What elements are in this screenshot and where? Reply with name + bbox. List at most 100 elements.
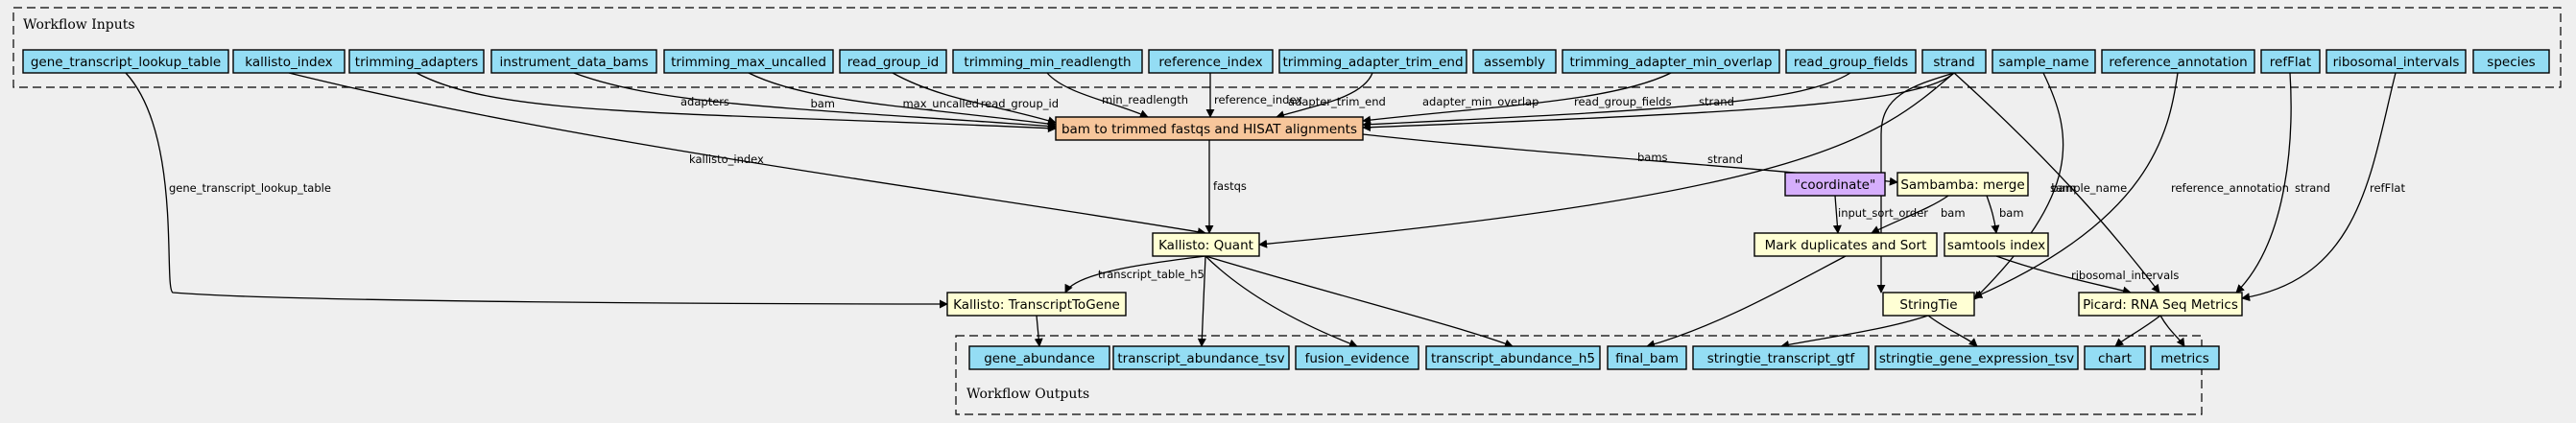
out-metrics-node[interactable]: metrics	[2150, 345, 2220, 370]
step-kallisto-quant-node[interactable]: Kallisto: Quant	[1152, 232, 1260, 257]
node-box	[1295, 345, 1419, 370]
node-label: kallisto_index	[245, 55, 332, 70]
in-reference-index-node[interactable]: reference_index	[1148, 49, 1274, 74]
node-box	[490, 49, 657, 74]
edge-line	[2114, 315, 2161, 347]
step-mark-duplicates-node[interactable]: Mark duplicates and Sort	[1753, 232, 1938, 257]
in-trimming-adapter-min-overlap-node[interactable]: trimming_adapter_min_overlap	[1562, 49, 1780, 74]
node-label: Mark duplicates and Sort	[1765, 238, 1927, 253]
node-box	[2150, 345, 2220, 370]
step-sambamba-merge-node[interactable]: Sambamba: merge	[1896, 172, 2029, 197]
out-stringtie-transcript-gtf-node[interactable]: stringtie_transcript_gtf	[1692, 345, 1870, 370]
in-strand-node[interactable]: strand	[1921, 49, 1987, 74]
node-label: assembly	[1484, 55, 1545, 70]
edge-line	[1362, 72, 1672, 125]
out-fusion-evidence-node[interactable]: fusion_evidence	[1295, 345, 1419, 370]
node-box	[1562, 49, 1780, 74]
in-sample-name-node[interactable]: sample_name	[1992, 49, 2096, 74]
edge-line	[1995, 255, 2132, 295]
node-label: sample_name	[1998, 55, 2088, 70]
in-reference-annotation-node[interactable]: reference_annotation	[2101, 49, 2255, 74]
node-label: samtools index	[1947, 238, 2045, 253]
edge-step-kallisto-quant-to-out-transcript-abundance-h5	[1646, 255, 1847, 349]
in-read-group-fields-node[interactable]: read_group_fields	[1785, 49, 1917, 74]
out-gene-abundance-node[interactable]: gene_abundance	[968, 345, 1110, 370]
node-label: transcript_abundance_h5	[1431, 351, 1595, 366]
node-box	[1152, 232, 1260, 257]
node-box	[1921, 49, 1987, 74]
out-final-bam-node[interactable]: final_bam	[1607, 345, 1687, 370]
outputs-cluster-title: Workflow Outputs	[966, 387, 1089, 402]
in-ribosomal-intervals-node[interactable]: ribosomal_intervals	[2326, 49, 2467, 74]
edge-label: reference_annotation	[2171, 181, 2289, 195]
inputs-cluster-title: Workflow Inputs	[23, 17, 135, 33]
edge-label: gene_transcript_lookup_table	[169, 181, 331, 195]
in-trimming-max-uncalled-node[interactable]: trimming_max_uncalled	[663, 49, 834, 74]
edge-label: bam	[1999, 206, 2024, 220]
node-box	[1882, 292, 1975, 317]
edge-line	[288, 72, 1206, 237]
edge-in-reference-index-to-step-bam-to-trimmed: reference_index	[1205, 73, 1302, 118]
node-box	[968, 345, 1110, 370]
node-box	[1472, 49, 1557, 74]
edge-step-samtools-index-to-step-picard: bam	[0, 0, 1043, 347]
edge-in-sample-name-to-step-stringtie: sample_name	[1973, 72, 2127, 300]
edge-label: adapters	[680, 95, 729, 108]
edge-label: strand	[1699, 95, 1734, 108]
in-species-node[interactable]: species	[2472, 49, 2550, 74]
edge-line	[1973, 72, 2179, 298]
in-read-group-id-node[interactable]: read_group_id	[839, 49, 947, 74]
node-box	[663, 49, 834, 74]
edge-label: bam	[2051, 181, 2076, 195]
node-label: "coordinate"	[1795, 177, 1875, 193]
edge-line	[2235, 72, 2292, 294]
edge-in-read-group-fields-to-step-bam-to-trimmed: read_group_fields	[1362, 72, 1851, 129]
edge-line	[1064, 255, 1206, 294]
node-label: stringtie_transcript_gtf	[1707, 351, 1856, 366]
node-box	[1992, 49, 2096, 74]
edge-line	[573, 72, 1057, 130]
outputs-cluster: Workflow Outputs	[955, 335, 2203, 415]
node-box	[1874, 345, 2079, 370]
out-stringtie-gene-expression-tsv-node[interactable]: stringtie_gene_expression_tsv	[1874, 345, 2079, 370]
in-trimming-min-readlength-node[interactable]: trimming_min_readlength	[952, 49, 1143, 74]
node-label: StringTie	[1899, 297, 1957, 313]
edge-line	[125, 72, 948, 309]
node-box	[952, 49, 1143, 74]
node-label: refFlat	[2270, 55, 2311, 70]
edge-label: ribosomal_intervals	[2071, 269, 2179, 282]
step-stringtie-node[interactable]: StringTie	[1882, 292, 1975, 317]
edge-line	[892, 72, 1057, 125]
in-kallisto-index-node[interactable]: kallisto_index	[232, 49, 346, 74]
edge-label: read_group_fields	[1574, 95, 1672, 108]
in-trimming-adapters-node[interactable]: trimming_adapters	[348, 49, 485, 74]
edge-step-sambamba-merge-to-step-samtools-index: bam	[1986, 195, 2024, 234]
step-bam-to-trimmed-node[interactable]: bam to trimmed fastqs and HISAT alignmen…	[1055, 116, 1364, 141]
step-samtools-index-node[interactable]: samtools index	[1944, 232, 2049, 257]
edge-label: input_sort_order	[1838, 206, 1928, 220]
edge-line	[1646, 255, 1847, 349]
in-refFlat-node[interactable]: refFlat	[2260, 49, 2321, 74]
in-instrument-data-bams-node[interactable]: instrument_data_bams	[490, 49, 657, 74]
in-trimming-adapter-trim-end-node[interactable]: trimming_adapter_trim_end	[1278, 49, 1467, 74]
node-box	[2101, 49, 2255, 74]
edge-line	[1034, 315, 1043, 347]
in-gene-transcript-lookup-table-node[interactable]: gene_transcript_lookup_table	[22, 49, 229, 74]
edge-line	[1258, 72, 1955, 248]
out-transcript-abundance-tsv-node[interactable]: transcript_abundance_tsv	[1112, 345, 1290, 370]
edge-in-trimming-adapter-min-overlap-to-step-bam-to-trimmed: adapter_min_overlap	[1362, 72, 1672, 125]
node-label: ribosomal_intervals	[2333, 55, 2460, 70]
node-label: strand	[1933, 55, 1974, 70]
edge-line	[1205, 255, 1358, 348]
out-chart-node[interactable]: chart	[2084, 345, 2146, 370]
out-transcript-abundance-h5-node[interactable]: transcript_abundance_h5	[1425, 345, 1601, 370]
edge-label: fastqs	[1213, 179, 1247, 193]
literal-coordinate-node[interactable]: "coordinate"	[1784, 172, 1886, 197]
edge-in-trimming-adapter-trim-end-to-step-bam-to-trimmed: adapter_trim_end	[1276, 72, 1386, 119]
in-assembly-node[interactable]: assembly	[1472, 49, 1557, 74]
node-box	[1278, 49, 1467, 74]
step-picard-node[interactable]: Picard: RNA Seq Metrics	[2078, 292, 2243, 317]
step-kallisto-t2g-node[interactable]: Kallisto: TranscriptToGene	[946, 292, 1127, 317]
